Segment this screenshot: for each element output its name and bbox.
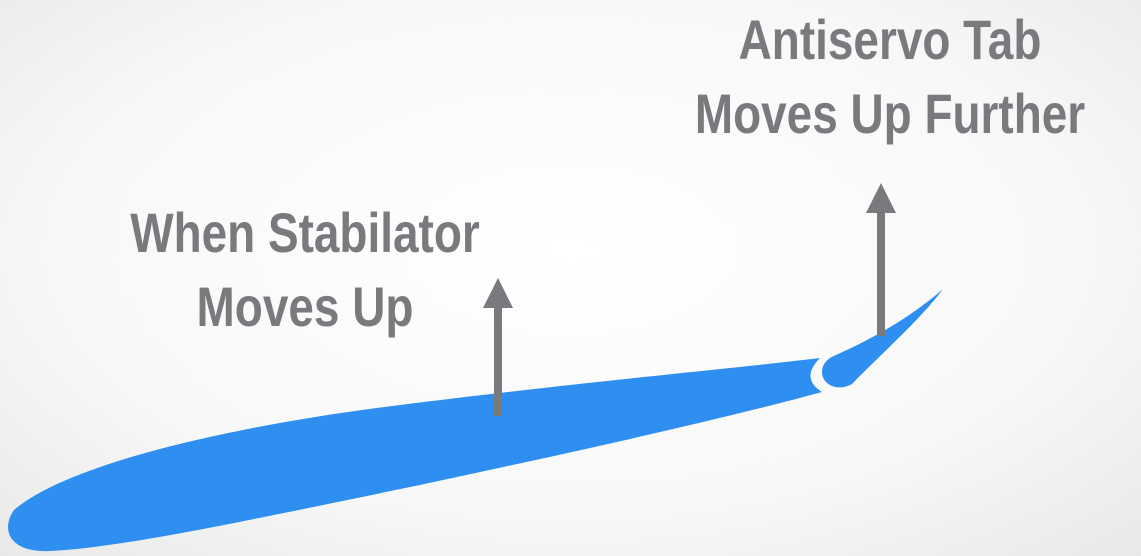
stabilator-up-arrow xyxy=(483,278,513,416)
tab-up-arrow xyxy=(866,183,896,336)
antiservo-tab-label: Antiservo Tab Moves Up Further xyxy=(669,3,1112,151)
antiservo-tab-label-line-1: Antiservo Tab xyxy=(738,8,1042,71)
antiservo-tab xyxy=(822,289,943,388)
stabilator-label: When Stabilator Moves Up xyxy=(96,196,514,344)
antiservo-tab-label-line-2: Moves Up Further xyxy=(694,82,1086,145)
stabilator-label-line-2: Moves Up xyxy=(196,275,414,338)
stabilator-airfoil xyxy=(8,358,822,552)
stabilator-label-line-1: When Stabilator xyxy=(130,201,480,264)
